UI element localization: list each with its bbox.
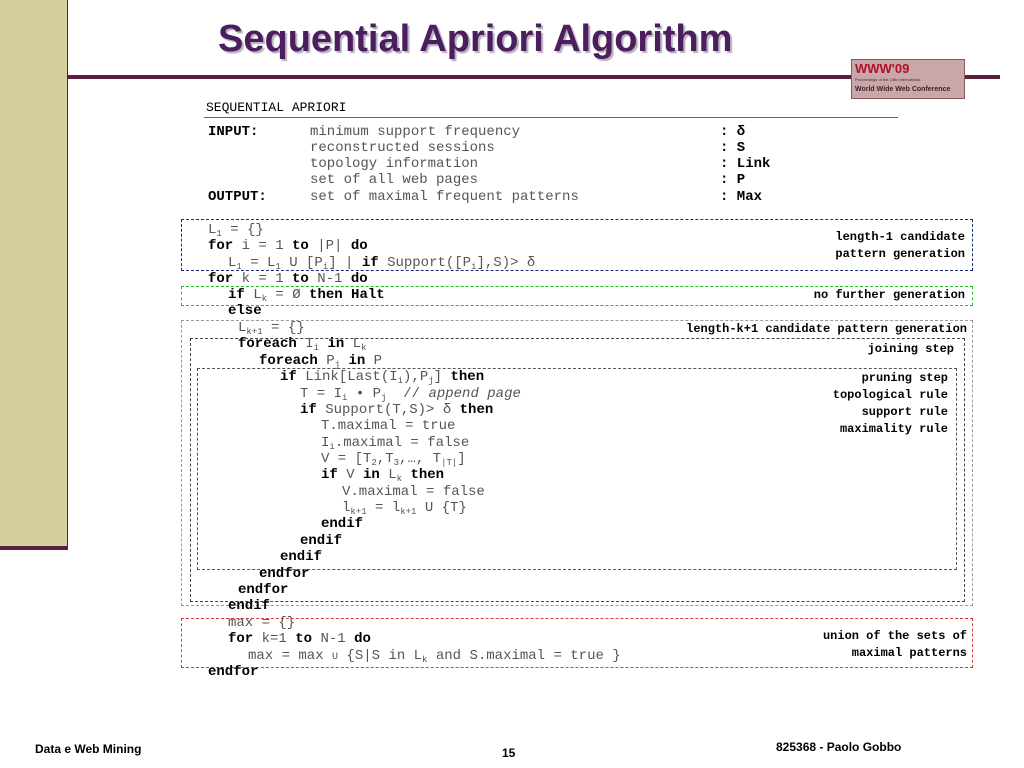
annotation-pruning: pruning step topological rule support ru… — [833, 370, 948, 438]
annotation-length1-line2: pattern generation — [835, 247, 965, 261]
code-line-13: T.maximal = true — [321, 418, 456, 434]
footer-author: 825368 - Paolo Gobbo — [776, 740, 902, 754]
code-line-15: V = [T2,T3,…, T|T|] — [321, 451, 466, 468]
annotation-length1-line1: length-1 candidate — [835, 230, 965, 244]
code-line-6: else — [228, 303, 262, 319]
annotation-pruning-line2: topological rule — [832, 388, 948, 402]
output-desc: set of maximal frequent patterns — [310, 189, 579, 205]
left-decor-bar — [0, 0, 68, 548]
union-box — [181, 618, 973, 668]
input-sym-4: : P — [720, 172, 746, 188]
annotation-union-line2: maximal patterns — [851, 646, 967, 660]
input-sym-3: : Link — [720, 156, 771, 172]
code-line-22: endfor — [259, 566, 310, 582]
joining-box — [190, 338, 965, 602]
annotation-union: union of the sets of maximal patterns — [823, 628, 967, 662]
input-sym-1: : δ — [720, 124, 746, 140]
code-line-20: endif — [300, 533, 343, 549]
pruning-box — [197, 368, 957, 570]
input-desc-1: minimum support frequency — [310, 124, 521, 140]
logo-line-2: Proceedings of the 18th International — [855, 77, 921, 82]
title-underline — [68, 75, 1000, 79]
algorithm-header: SEQUENTIAL APRIORI — [206, 100, 347, 115]
code-line-2: for i = 1 to |P| do — [208, 238, 368, 254]
annotation-lengthk1: length-k+1 candidate pattern generation — [686, 322, 967, 336]
code-line-1: L1 = {} — [208, 222, 264, 239]
code-line-24: endif — [228, 598, 271, 614]
code-line-25: max = {} — [228, 615, 296, 631]
code-line-17: V.maximal = false — [342, 484, 485, 500]
code-line-21: endif — [280, 549, 323, 565]
length1-box — [181, 219, 973, 271]
annotation-pruning-line4: maximality rule — [839, 422, 948, 436]
footer-page-number: 15 — [502, 746, 516, 760]
code-line-8: foreach Ii in Lk — [238, 336, 367, 353]
code-line-16: if V in Lk then — [321, 467, 445, 484]
input-desc-3: topology information — [310, 156, 479, 172]
code-line-10: if Link[Last(Ii),Pj] then — [280, 369, 485, 386]
code-line-28: endfor — [208, 664, 259, 680]
output-keyword: OUTPUT: — [208, 189, 267, 205]
code-line-19: endif — [321, 516, 364, 532]
input-desc-4: set of all web pages — [310, 172, 479, 188]
input-keyword: INPUT: — [208, 124, 259, 140]
logo-line-1: WWW'09 — [855, 61, 910, 76]
code-line-5: if Lk = Ø then Halt — [228, 287, 385, 304]
code-line-12: if Support(T,S)> δ then — [300, 402, 494, 418]
code-line-26: for k=1 to N-1 do — [228, 631, 371, 647]
code-line-18: lk+1 = lk+1 U {T} — [342, 500, 467, 517]
annotation-pruning-line3: support rule — [861, 405, 948, 419]
annotation-union-line1: union of the sets of — [822, 629, 967, 643]
code-line-14: Ii.maximal = false — [321, 435, 470, 452]
code-line-7: Lk+1 = {} — [238, 320, 305, 337]
left-decor-line — [0, 546, 68, 550]
slide-title: Sequential Apriori Algorithm — [218, 18, 733, 60]
logo-line-3: World Wide Web Conference — [855, 86, 951, 93]
generation-box — [181, 320, 973, 606]
output-sym: : Max — [720, 189, 763, 205]
code-line-27: max = max U {S|S in Lk and S.maximal = t… — [248, 648, 621, 665]
annotation-pruning-line1: pruning step — [861, 371, 948, 385]
input-desc-2: reconstructed sessions — [310, 140, 495, 156]
code-line-3: L1 = L1 U [Pi] | if Support([Pi],S)> δ — [228, 255, 536, 272]
footer-course: Data e Web Mining — [35, 742, 142, 756]
code-line-9: foreach Pj in P — [259, 353, 383, 370]
annotation-length1: length-1 candidate pattern generation — [835, 229, 965, 263]
nofurther-box — [181, 286, 973, 306]
code-line-11: T = Ii • Pj // append page — [300, 386, 521, 403]
annotation-nofurther: no further generation — [813, 288, 965, 302]
header-rule — [204, 117, 898, 118]
code-line-23: endfor — [238, 582, 289, 598]
code-line-4: for k = 1 to N-1 do — [208, 271, 368, 287]
conference-logo: WWW'09 Proceedings of the 18th Internati… — [851, 59, 965, 99]
annotation-joining: joining step — [867, 342, 954, 356]
input-sym-2: : S — [720, 140, 746, 156]
